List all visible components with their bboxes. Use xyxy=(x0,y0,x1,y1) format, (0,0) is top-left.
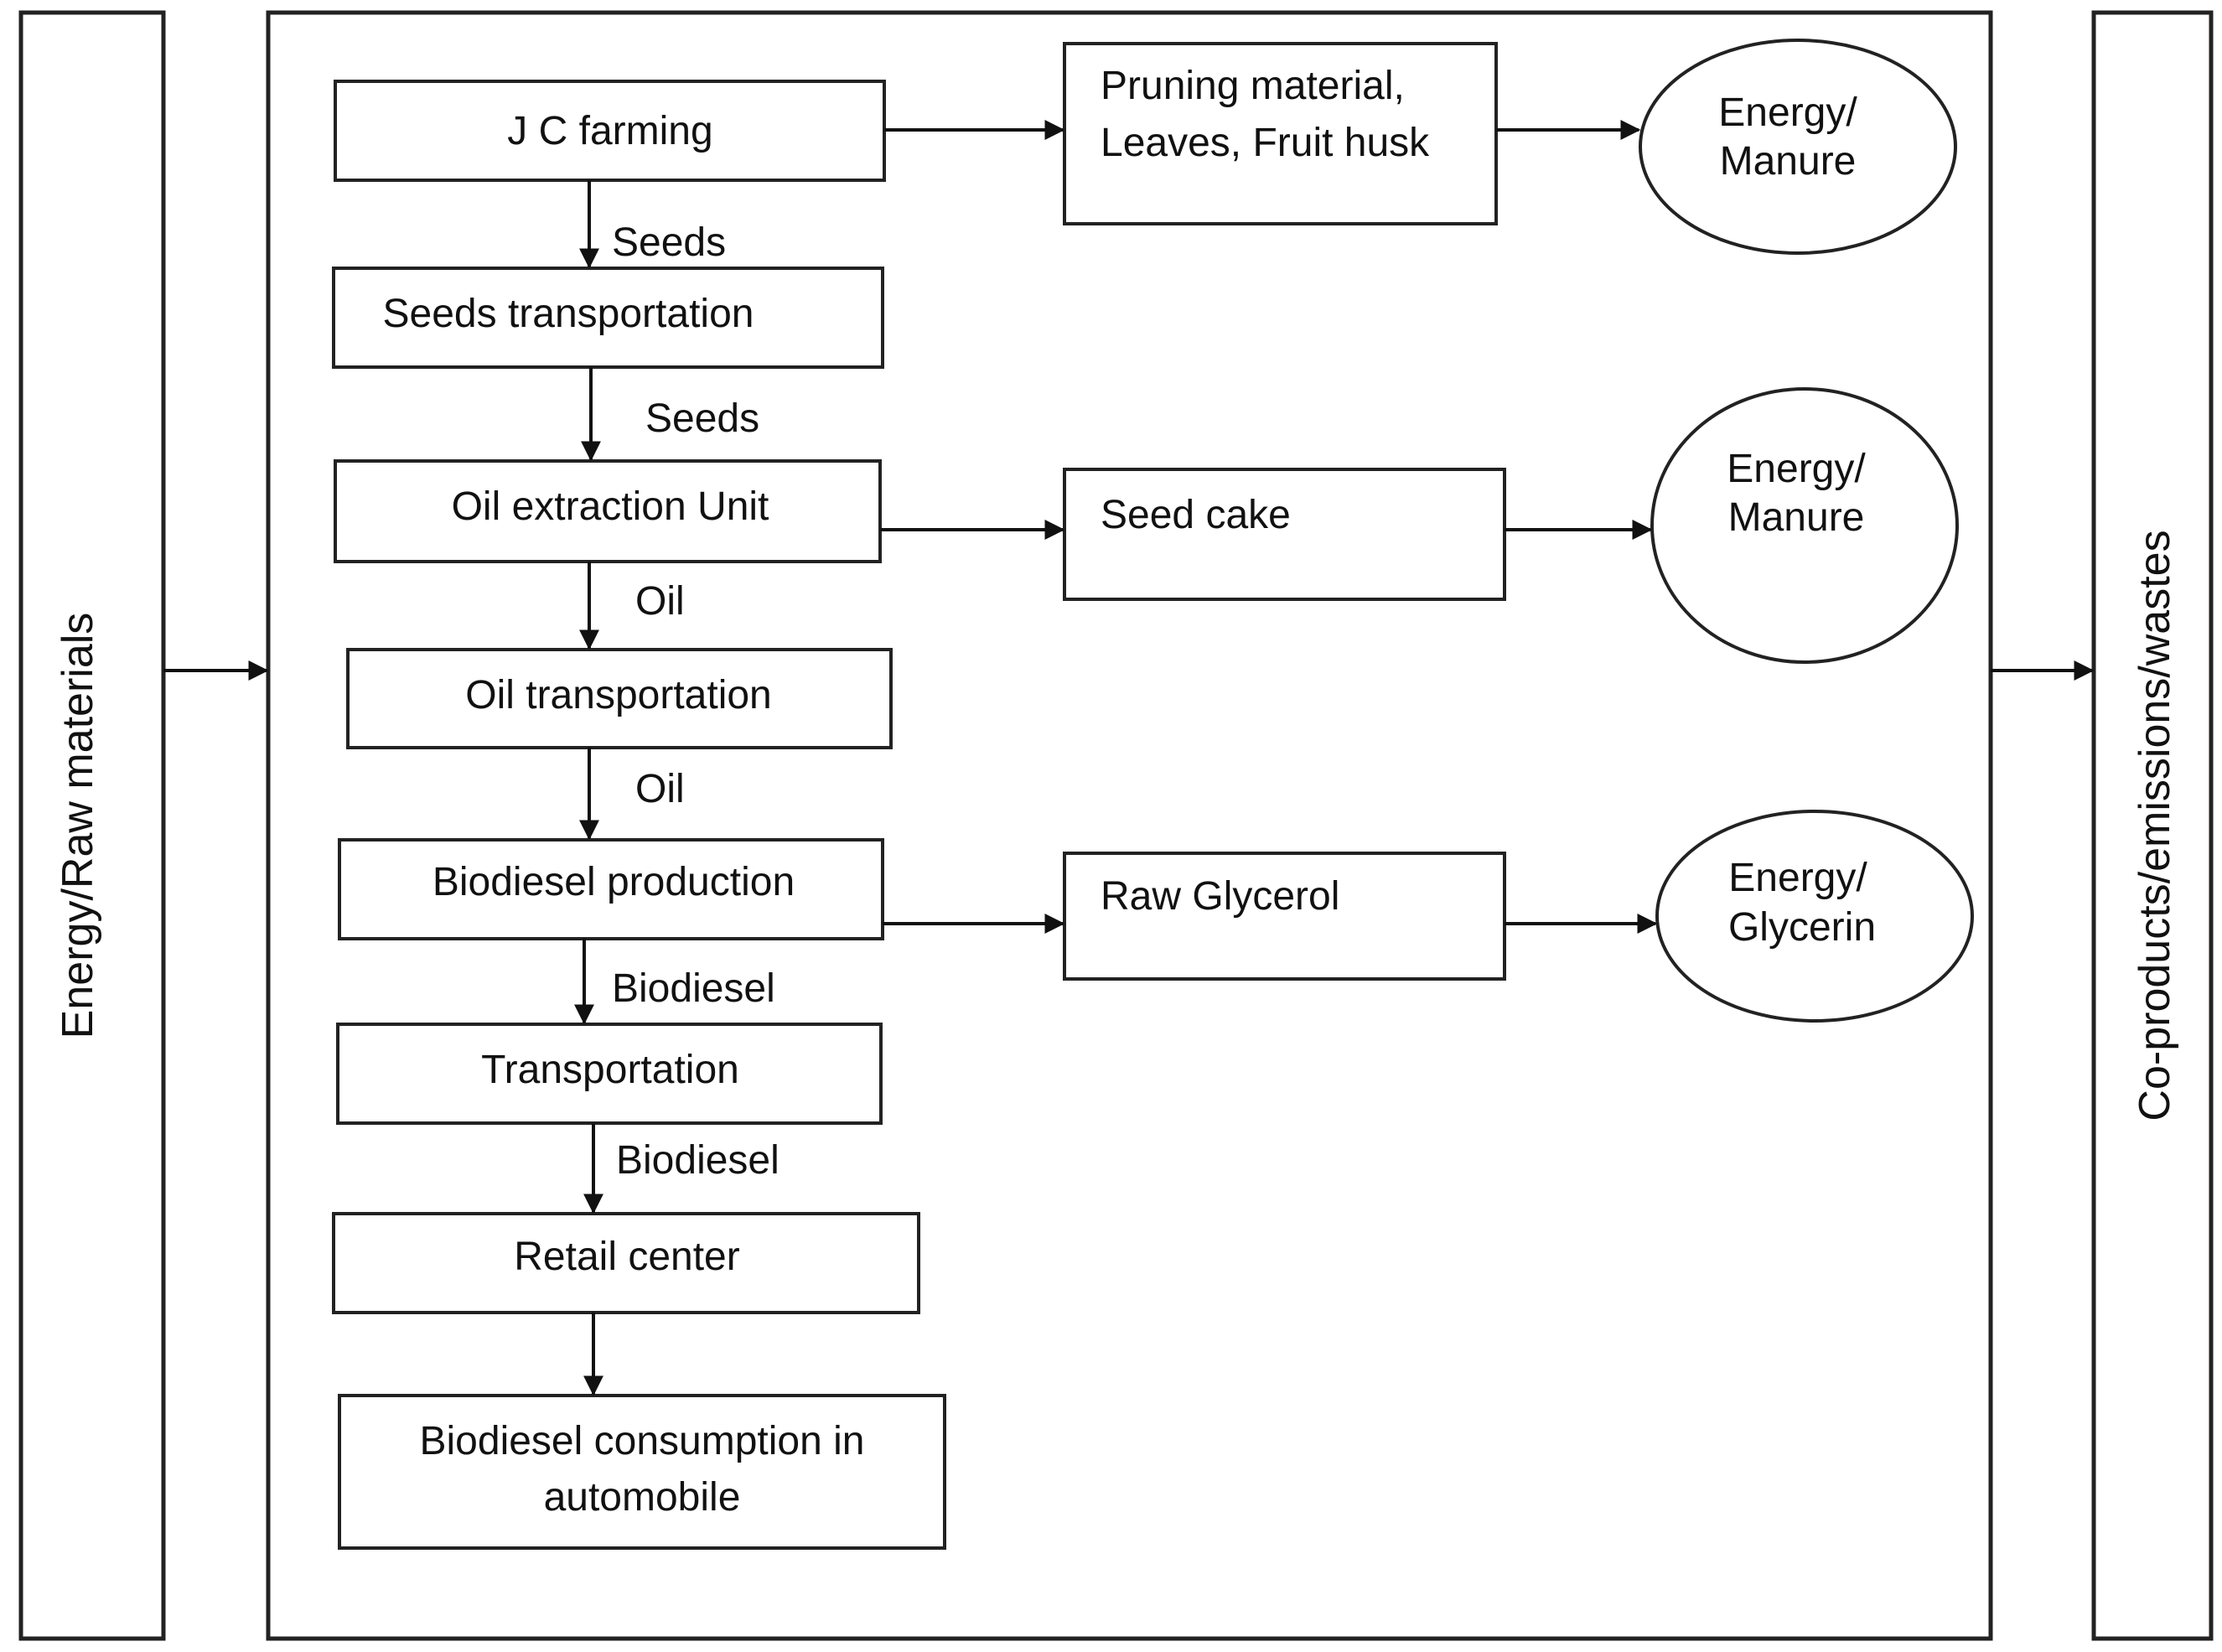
node-seed-cake: Seed cake xyxy=(1063,468,1506,601)
node-transportation: Transportation xyxy=(336,1023,883,1125)
system-boundary xyxy=(266,10,1993,1641)
node-raw-glycerol-label: Raw Glycerol xyxy=(1101,874,1339,919)
node-biodiesel-production-label: Biodiesel production xyxy=(432,860,795,904)
left-input-panel xyxy=(18,10,166,1641)
node-energy-manure-2: Energy/ Manure xyxy=(1650,387,1959,664)
node-energy-glycerin-line-2: Glycerin xyxy=(1728,905,1876,950)
edge-label-biodiesel-2: Biodiesel xyxy=(616,1138,780,1183)
node-seeds-transportation-label: Seeds transportation xyxy=(383,292,754,336)
edge-label-seeds-2: Seeds xyxy=(645,396,759,441)
node-energy-manure-1-line-2: Manure xyxy=(1720,139,1857,184)
edge-label-oil-1: Oil xyxy=(635,579,685,624)
edge-label-biodiesel-1: Biodiesel xyxy=(612,966,775,1011)
node-energy-glycerin: Energy/ Glycerin xyxy=(1655,810,1974,1023)
node-biodiesel-production: Biodiesel production xyxy=(338,838,884,940)
node-energy-manure-2-line-1: Energy/ xyxy=(1727,447,1866,491)
node-retail-center-label: Retail center xyxy=(514,1235,739,1279)
node-seeds-transportation: Seeds transportation xyxy=(332,267,884,369)
node-pruning-material: Pruning material, Leaves, Fruit husk xyxy=(1063,42,1498,225)
node-oil-transportation: Oil transportation xyxy=(346,648,893,749)
node-energy-manure-1-line-1: Energy/ xyxy=(1718,91,1857,135)
right-output-panel xyxy=(2091,10,2214,1641)
node-energy-manure-1: Energy/ Manure xyxy=(1639,39,1957,255)
node-pruning-material-line-1: Pruning material, xyxy=(1101,64,1405,108)
node-oil-extraction: Oil extraction Unit xyxy=(334,459,882,563)
node-raw-glycerol: Raw Glycerol xyxy=(1063,852,1506,981)
node-transportation-label: Transportation xyxy=(481,1048,739,1092)
node-biodiesel-consumption-line-2: automobile xyxy=(544,1475,741,1520)
node-oil-transportation-label: Oil transportation xyxy=(465,673,772,717)
node-jc-farming-label: J C farming xyxy=(507,109,712,153)
node-energy-manure-2-line-2: Manure xyxy=(1728,495,1865,540)
node-seed-cake-label: Seed cake xyxy=(1101,493,1291,537)
node-biodiesel-consumption-line-1: Biodiesel consumption in xyxy=(420,1419,865,1463)
node-energy-glycerin-line-1: Energy/ xyxy=(1728,856,1867,900)
node-oil-extraction-label: Oil extraction Unit xyxy=(452,484,769,529)
left-panel-label: Energy/Raw materials xyxy=(54,613,102,1039)
node-retail-center: Retail center xyxy=(332,1212,920,1314)
right-panel-label: Co-products/emissions/wastes xyxy=(2131,530,2179,1121)
node-pruning-material-line-2: Leaves, Fruit husk xyxy=(1101,121,1430,165)
edge-label-oil-2: Oil xyxy=(635,767,685,811)
edge-label-seeds-1: Seeds xyxy=(612,220,726,265)
node-biodiesel-consumption: Biodiesel consumption in automobile xyxy=(338,1394,946,1550)
node-jc-farming: J C farming xyxy=(334,80,886,182)
